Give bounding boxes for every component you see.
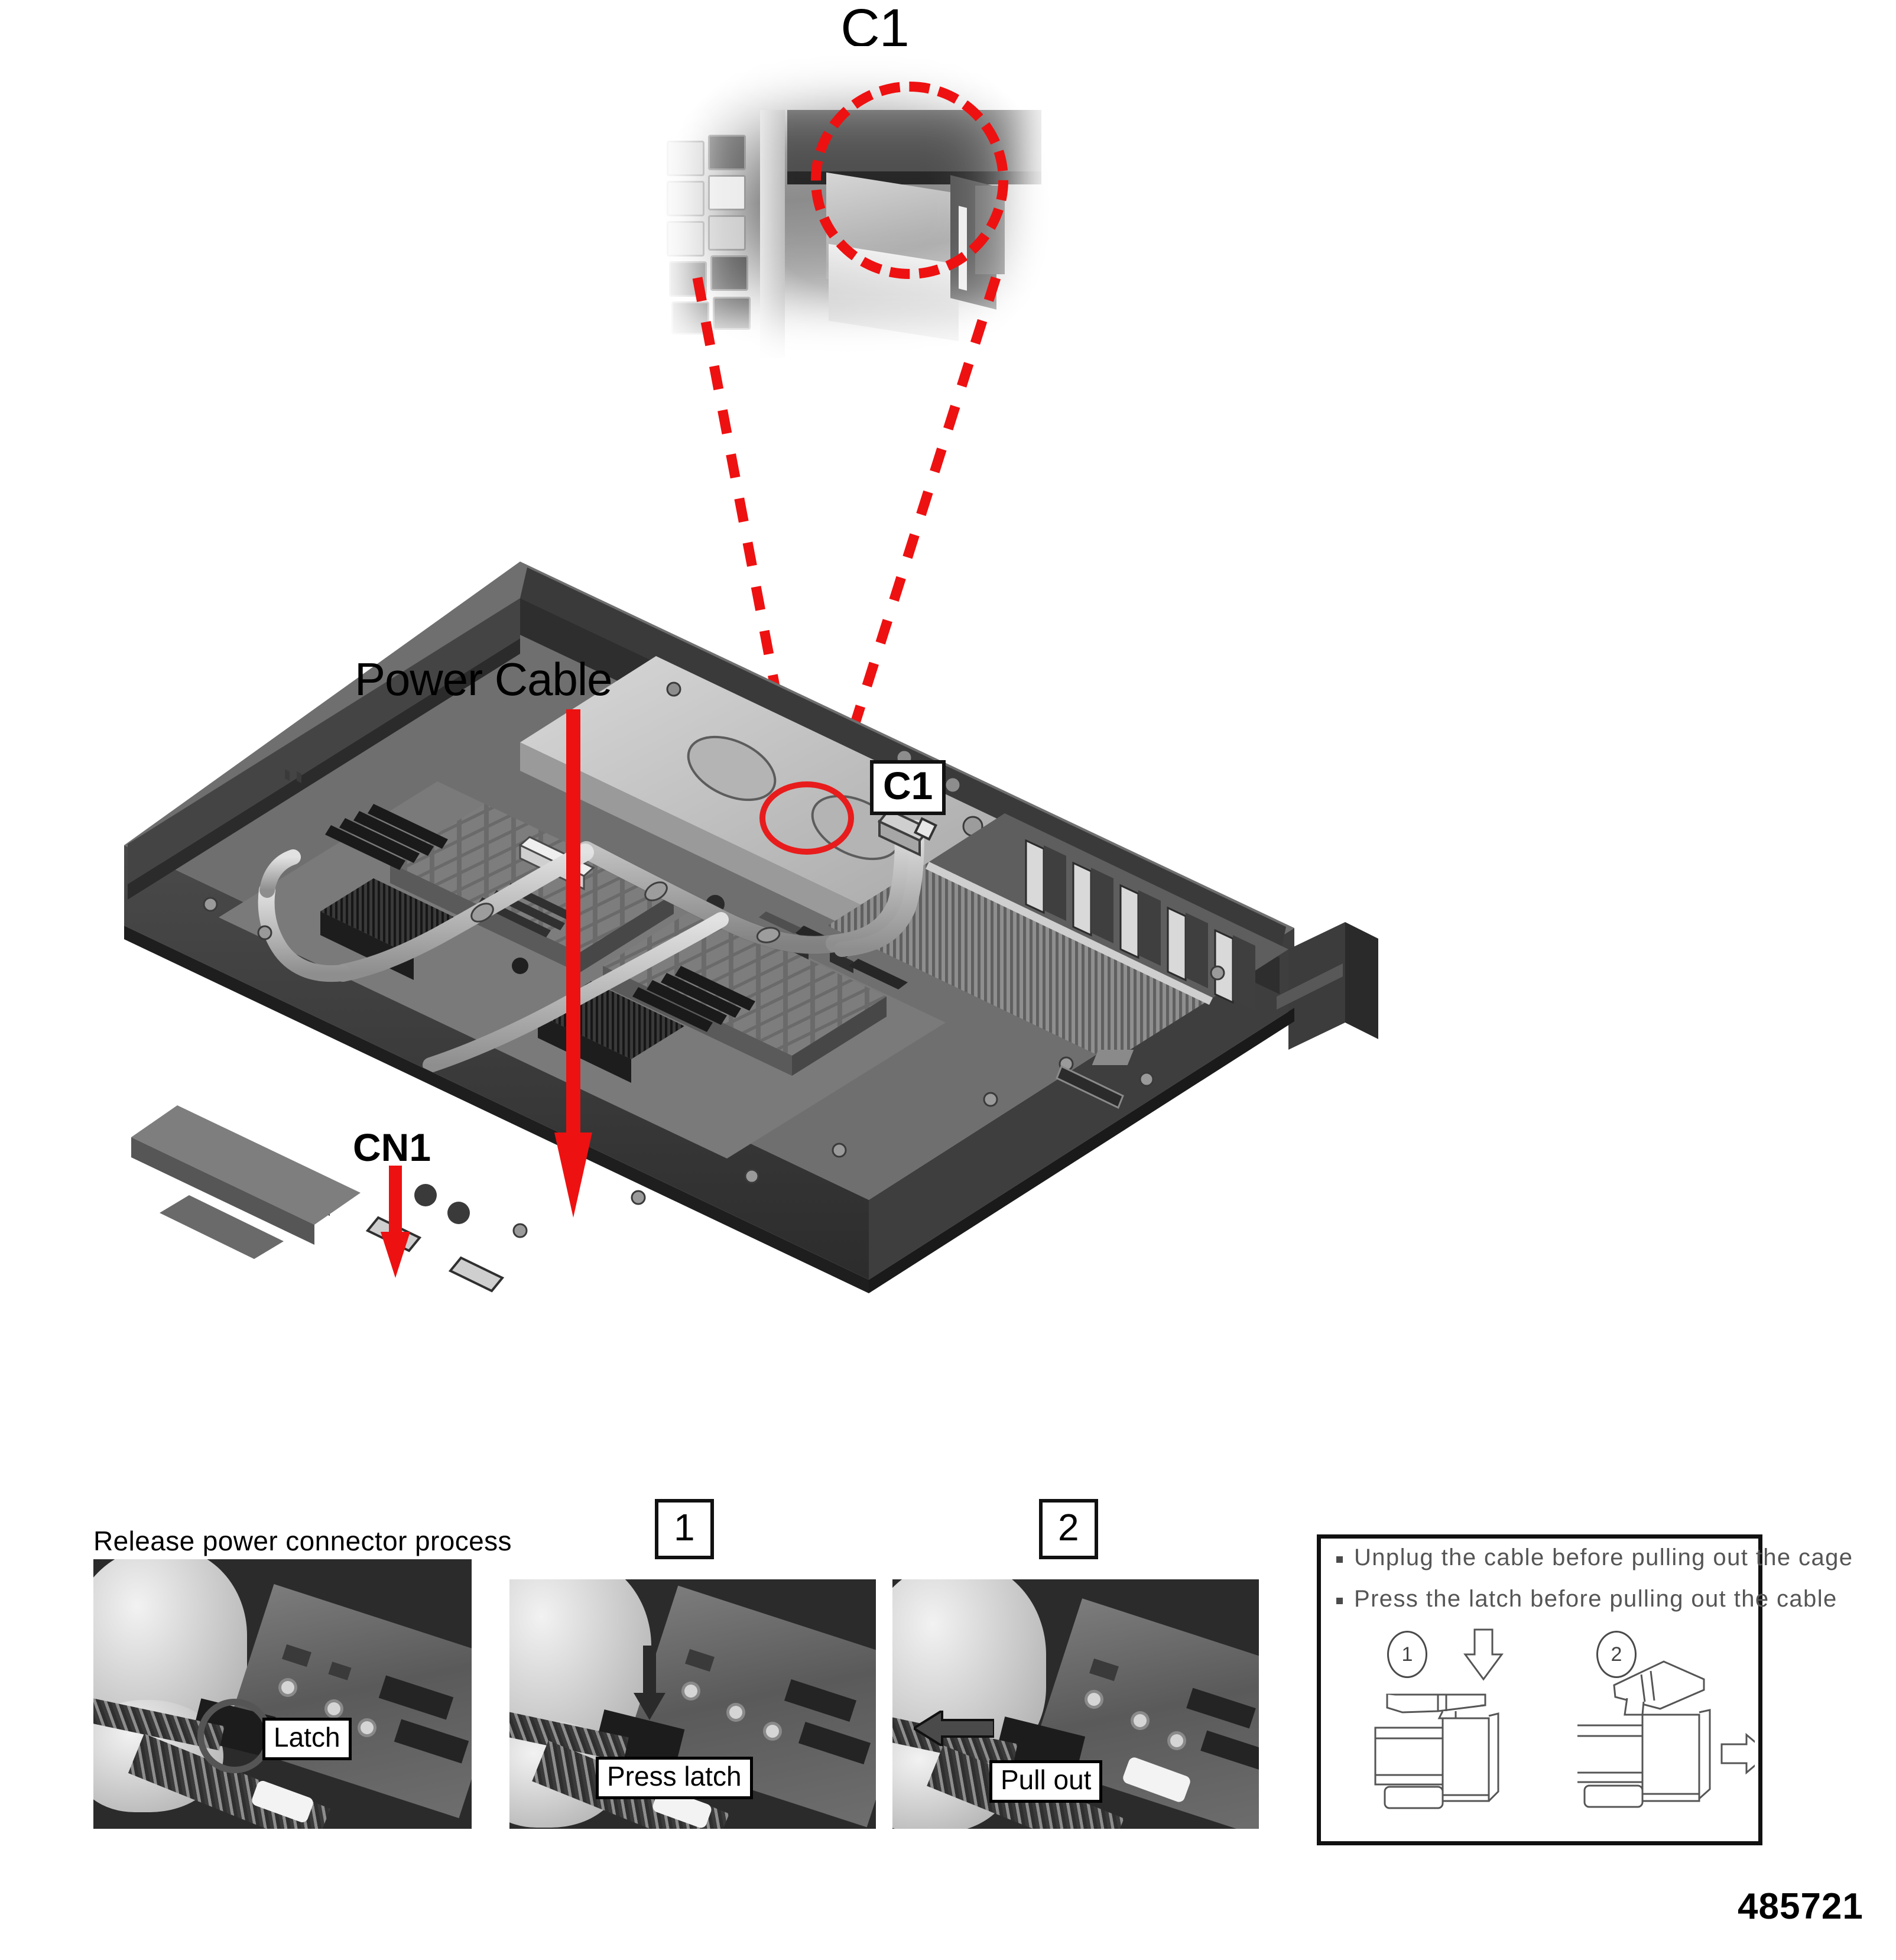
step-1-number: 1 <box>655 1499 714 1559</box>
server-chassis-diagram <box>124 562 1378 1293</box>
callout-lines <box>692 276 1001 794</box>
pull-out-photo: Pull out <box>892 1579 1259 1829</box>
bullet-icon-1 <box>1336 1556 1343 1563</box>
power-cable-arrow-icon <box>554 709 592 1218</box>
step-circle-1: 1 <box>1387 1631 1427 1678</box>
cn1-arrow-icon <box>381 1166 410 1278</box>
cn1-connector-label: CN1 <box>345 1126 440 1173</box>
step-circle-2: 2 <box>1596 1631 1637 1678</box>
press-latch-label: Press latch <box>596 1757 753 1800</box>
figure-number: 485721 <box>1738 1886 1863 1927</box>
latch-photo: Latch <box>93 1559 472 1829</box>
pull-out-arrow-icon <box>914 1711 994 1746</box>
bullet-icon-2 <box>1336 1598 1343 1604</box>
instruction-line-1: Unplug the cable before pulling out the … <box>1354 1544 1853 1570</box>
c1-connector-label: C1 <box>870 760 946 816</box>
connector-diagram-step1 <box>1374 1628 1504 1809</box>
connector-diagram-step2 <box>1577 1660 1755 1808</box>
step-2-number: 2 <box>1039 1499 1098 1559</box>
press-down-arrow-icon <box>634 1646 665 1720</box>
pull-out-label: Pull out <box>989 1760 1103 1803</box>
latch-circle-highlight <box>197 1699 272 1773</box>
latch-label: Latch <box>262 1718 352 1761</box>
release-process-title: Release power connector process <box>93 1526 512 1556</box>
c1-connector-highlight <box>759 781 854 855</box>
power-cable-label: Power Cable <box>355 653 613 705</box>
instruction-panel: Unplug the cable before pulling out the … <box>1317 1534 1852 1845</box>
press-latch-photo: Press latch <box>509 1579 876 1829</box>
instruction-line-2: Press the latch before pulling out the c… <box>1354 1586 1837 1612</box>
c1-inset-photo-container <box>656 46 1058 359</box>
